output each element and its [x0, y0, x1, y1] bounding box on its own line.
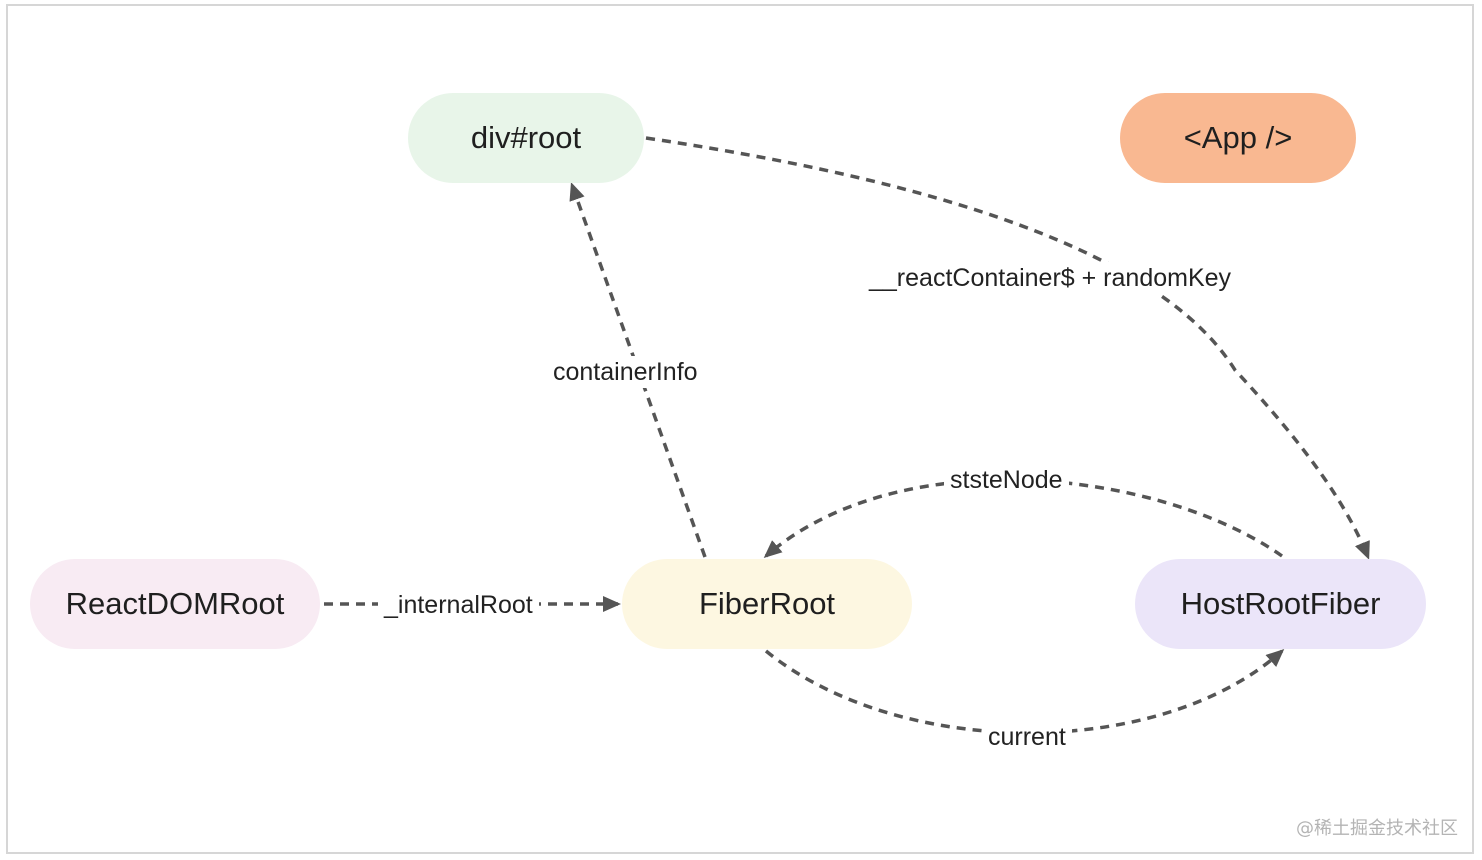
- edge-label-current: current: [982, 721, 1072, 753]
- edge-label-react-container: __reactContainer$ + randomKey: [863, 262, 1238, 294]
- node-app-label: <App />: [1183, 120, 1293, 155]
- node-fiber-root: FiberRoot: [622, 559, 912, 649]
- node-host-root-fiber: HostRootFiber: [1135, 559, 1426, 649]
- node-div-root-label: div#root: [470, 120, 582, 155]
- edge-label-state-node: ststeNode: [944, 464, 1069, 496]
- edge-state-node: [763, 478, 1284, 558]
- node-react-dom-root-label: ReactDOMRoot: [65, 586, 285, 621]
- node-host-root-fiber-label: HostRootFiber: [1180, 586, 1381, 621]
- edge-label-internal-root: _internalRoot: [378, 589, 539, 621]
- edge-react-container: [645, 136, 1370, 560]
- node-react-dom-root: ReactDOMRoot: [30, 559, 320, 649]
- node-app: <App />: [1120, 93, 1356, 183]
- node-div-root: div#root: [408, 93, 644, 183]
- watermark: @稀土掘金技术社区: [1296, 818, 1458, 839]
- edge-label-container-info: containerInfo: [547, 356, 704, 388]
- node-fiber-root-label: FiberRoot: [698, 586, 836, 621]
